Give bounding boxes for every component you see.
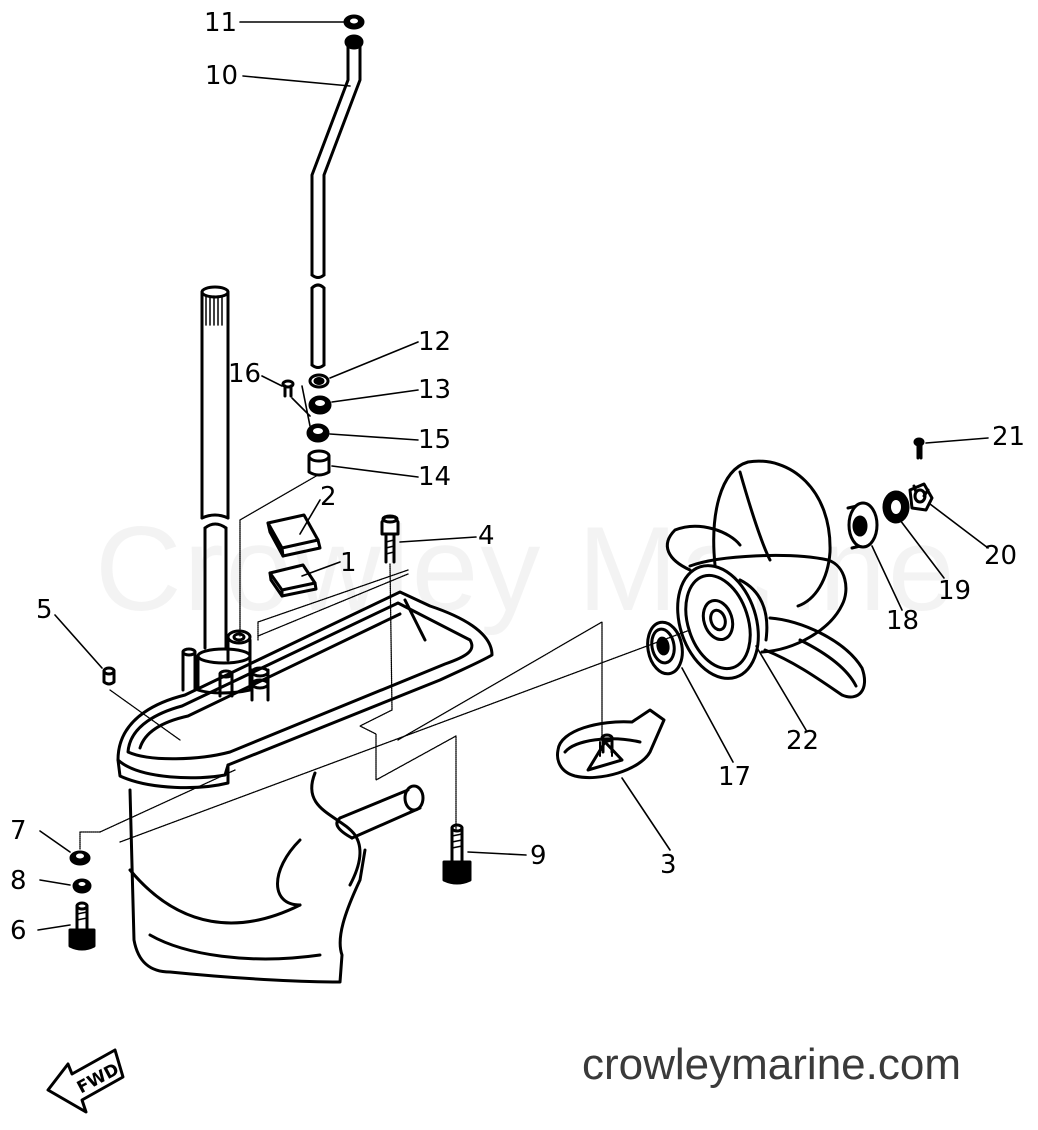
callout-13: 13 bbox=[418, 375, 452, 405]
part-5-pin bbox=[102, 666, 116, 686]
callout-5: 5 bbox=[36, 595, 53, 625]
part-17-thrust-washer bbox=[646, 620, 684, 676]
callout-3: 3 bbox=[660, 850, 677, 880]
part-15-seal bbox=[306, 423, 330, 443]
callout-20: 20 bbox=[984, 541, 1018, 571]
callout-15: 15 bbox=[418, 425, 452, 455]
part-9-bolt bbox=[442, 823, 472, 885]
part-22-propeller bbox=[665, 459, 866, 699]
callout-19: 19 bbox=[938, 576, 972, 606]
part-18-spacer bbox=[846, 501, 879, 550]
callout-16: 16 bbox=[228, 359, 262, 389]
callout-10: 10 bbox=[205, 61, 239, 91]
callout-1: 1 bbox=[340, 548, 357, 578]
site-url: crowleymarine.com bbox=[582, 1040, 961, 1089]
part-11-seal bbox=[343, 14, 365, 30]
part-2-plate bbox=[266, 513, 322, 558]
part-14-collar bbox=[307, 449, 331, 477]
part-6-bolt bbox=[68, 901, 96, 951]
fwd-arrow-icon bbox=[46, 1048, 125, 1114]
part-10-water-tube bbox=[310, 34, 364, 369]
part-20-castle-nut bbox=[908, 482, 934, 512]
callout-17: 17 bbox=[718, 762, 752, 792]
callout-11: 11 bbox=[204, 8, 238, 38]
part-16-screw bbox=[281, 379, 295, 398]
callout-6: 6 bbox=[10, 916, 27, 946]
part-21-cotter-pin bbox=[913, 437, 925, 460]
lower-unit-housing bbox=[116, 590, 494, 984]
callout-2: 2 bbox=[320, 482, 337, 512]
callout-12: 12 bbox=[418, 327, 452, 357]
callout-7: 7 bbox=[10, 816, 27, 846]
part-12-grommet bbox=[308, 373, 330, 389]
part-1-plate bbox=[268, 563, 318, 598]
leader-lines bbox=[37, 21, 989, 931]
drive-shaft bbox=[200, 285, 230, 650]
callout-8: 8 bbox=[10, 866, 27, 896]
callout-9: 9 bbox=[530, 841, 547, 871]
callout-14: 14 bbox=[418, 462, 452, 492]
callout-22: 22 bbox=[786, 726, 820, 756]
assembly-guide-lines bbox=[79, 474, 691, 851]
callout-4: 4 bbox=[478, 521, 495, 551]
part-19-washer bbox=[882, 490, 910, 524]
callout-21: 21 bbox=[992, 422, 1026, 452]
part-3-trim-tab bbox=[556, 708, 666, 780]
part-13-seal bbox=[308, 395, 332, 415]
callout-18: 18 bbox=[886, 606, 920, 636]
part-8-washer bbox=[72, 878, 92, 894]
part-7-washer bbox=[69, 850, 91, 866]
part-4-bolt bbox=[380, 514, 400, 564]
